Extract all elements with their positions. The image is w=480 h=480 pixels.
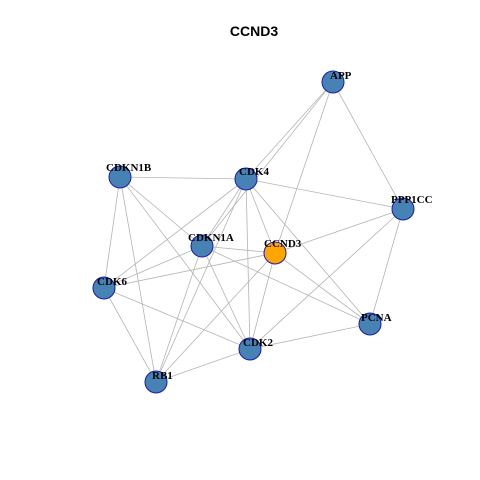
node-circle-cdk2 [238, 337, 262, 361]
node-circle-cdkn1b [108, 165, 132, 189]
edge-cdk4-pcna [245, 178, 371, 325]
edge-cdkn1a-ccnd3 [201, 245, 276, 254]
edge-cdkn1a-cdk2 [201, 245, 251, 350]
edge-cdkn1b-cdk4 [119, 176, 247, 180]
node-app: APP [321, 70, 352, 94]
node-circle-cdk4 [234, 167, 258, 191]
node-ppp1cc: PPP1CC [391, 194, 433, 221]
node-circle-pcna [358, 312, 382, 336]
edge-ppp1cc-pcna [369, 208, 404, 325]
node-circle-cdkn1a [190, 234, 214, 258]
edge-cdkn1b-cdkn1a [119, 176, 203, 247]
edge-cdk4-rb1 [155, 178, 247, 383]
edge-ccnd3-cdk6 [103, 252, 276, 289]
node-label-cdk2: CDK2 [243, 337, 273, 349]
node-circle-ccnd3 [263, 241, 287, 265]
node-label-ppp1cc: PPP1CC [391, 194, 433, 206]
edge-cdk4-cdkn1a [201, 178, 247, 247]
edge-cdk6-rb1 [103, 287, 157, 383]
edge-app-cdkn1a [201, 81, 334, 247]
node-label-app: APP [330, 70, 352, 82]
node-label-cdk4: CDK4 [239, 166, 269, 178]
node-cdkn1b: CDKN1B [106, 162, 152, 189]
node-cdk6: CDK6 [92, 276, 127, 300]
edge-cdkn1a-pcna [201, 245, 371, 325]
edge-pcna-cdk2 [249, 323, 371, 350]
edge-cdkn1b-cdk2 [119, 176, 251, 350]
edge-ppp1cc-ccnd3 [274, 208, 404, 254]
node-label-cdkn1b: CDKN1B [106, 162, 152, 174]
node-label-cdk6: CDK6 [97, 276, 127, 288]
edge-ccnd3-rb1 [155, 252, 276, 383]
node-ccnd3: CCND3 [263, 238, 302, 265]
node-circle-app [321, 70, 345, 94]
node-label-cdkn1a: CDKN1A [188, 232, 234, 244]
edge-ccnd3-pcna [274, 252, 371, 325]
edge-cdk4-ppp1cc [245, 178, 404, 210]
edges-layer [103, 81, 404, 383]
edge-app-cdk4 [245, 81, 334, 180]
node-label-ccnd3: CCND3 [264, 238, 302, 250]
node-circle-rb1 [144, 370, 168, 394]
edge-app-ccnd3 [274, 81, 334, 254]
node-cdk4: CDK4 [234, 166, 269, 191]
edge-cdk2-rb1 [155, 348, 251, 383]
edge-cdk4-cdk6 [103, 178, 247, 289]
diagram-title: CCND3 [230, 23, 278, 39]
edge-cdkn1b-rb1 [119, 176, 157, 383]
edge-ppp1cc-cdk2 [249, 208, 404, 350]
edge-cdk4-cdk2 [245, 178, 251, 350]
edge-cdkn1a-rb1 [155, 245, 203, 383]
node-pcna: PCNA [358, 312, 392, 336]
node-label-rb1: RB1 [152, 370, 173, 382]
edge-app-ppp1cc [332, 81, 404, 210]
node-cdk2: CDK2 [238, 337, 273, 361]
edge-cdk6-cdk2 [103, 287, 251, 350]
edge-cdk4-ccnd3 [245, 178, 276, 254]
edge-cdkn1b-cdk6 [103, 176, 121, 289]
edge-cdkn1a-cdk6 [103, 245, 203, 289]
edge-ccnd3-cdk2 [249, 252, 276, 350]
node-cdkn1a: CDKN1A [188, 232, 234, 258]
node-circle-cdk6 [92, 276, 116, 300]
node-circle-ppp1cc [391, 197, 415, 221]
node-rb1: RB1 [144, 370, 173, 394]
node-label-pcna: PCNA [361, 312, 392, 324]
